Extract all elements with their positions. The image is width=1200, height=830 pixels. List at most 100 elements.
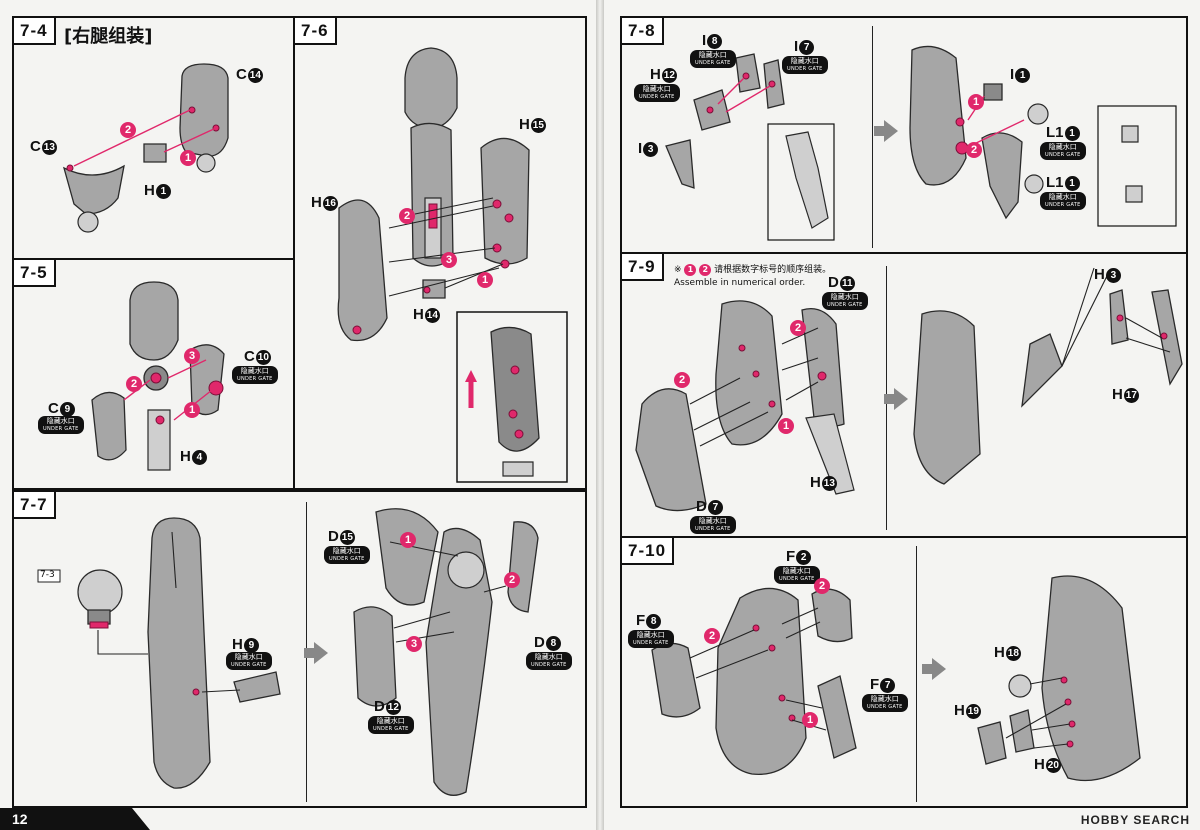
step-label: 7-5 [14,260,56,287]
step-label: 7-8 [622,18,664,45]
step-progress-arrow [304,642,328,664]
order-number-1: 1 [400,532,416,548]
order-number-3: 3 [184,348,200,364]
order-number-2: 2 [704,628,720,644]
step-7-6-diagram [337,47,568,483]
step-progress-arrow [884,388,908,410]
order-number-1: 1 [184,402,200,418]
step-7-9-panel: 7-9 ※ 1 2 请根据数字标号的顺序组装。 Assemble in nume… [620,252,1188,538]
step-7-4-diagram [62,63,229,233]
step-label: 7-6 [295,18,337,45]
step-reference-label: 7-3 [40,570,55,580]
order-number-1: 1 [180,150,196,166]
step-7-9-diagram [635,267,1183,512]
order-number-1: 1 [968,94,984,110]
book-spine [596,0,604,830]
order-note-cn: ※ 1 2 请根据数字标号的顺序组装。 [674,264,832,276]
page-number: 12 [0,808,150,830]
step-7-7-diagram [37,508,539,796]
order-note-en: Assemble in numerical order. [674,278,806,288]
step-label: 7-9 [622,254,664,281]
step-7-8-diagram [665,45,1177,241]
panel-divider [872,26,873,248]
step-label: 7-10 [622,538,675,565]
order-number-2: 2 [966,142,982,158]
order-number-1: 1 [477,272,493,288]
order-number-2: 2 [120,122,136,138]
order-number-1: 1 [802,712,818,728]
order-number-2: 2 [674,372,690,388]
section-title: [右腿组装] [64,26,153,47]
step-progress-arrow [922,658,946,680]
step-label: 7-4 [14,18,56,45]
step-7-10-diagram [651,575,1141,782]
order-number-1: 1 [778,418,794,434]
order-number-2: 2 [504,572,520,588]
order-number-3: 3 [441,252,457,268]
order-number-3: 3 [406,636,422,652]
step-label: 7-7 [14,492,56,519]
order-number-2: 2 [790,320,806,336]
step-7-5-diagram [91,281,225,471]
step-progress-arrow [874,120,898,142]
order-number-2: 2 [814,578,830,594]
panel-divider [916,546,917,802]
watermark-logo: HOBBY SEARCH [1080,813,1190,827]
order-number-2: 2 [126,376,142,392]
order-number-2: 2 [399,208,415,224]
